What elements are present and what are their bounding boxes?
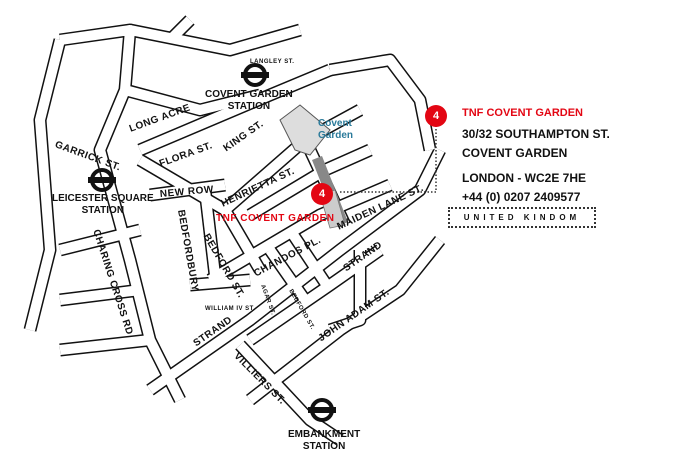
store-marker[interactable]: 4 xyxy=(311,183,333,205)
station-sub: STATION xyxy=(302,441,346,452)
station-sub: STATION xyxy=(227,101,271,112)
market-building xyxy=(279,104,331,156)
city-postcode: LONDON - WC2E 7HE xyxy=(462,171,587,185)
station-sub: STATION xyxy=(81,205,125,216)
underground-icon-embankment xyxy=(308,398,336,422)
street-label-langley: LANGLEY ST. xyxy=(250,59,295,65)
leader-line xyxy=(340,122,437,193)
country-box: UNITED KINDOM xyxy=(448,207,596,228)
store-title: TNF COVENT GARDEN xyxy=(462,107,583,119)
phone-number[interactable]: +44 (0) 0207 2409577 xyxy=(462,190,581,204)
address-line2: COVENT GARDEN xyxy=(462,146,568,160)
market-line2: Garden xyxy=(318,130,354,141)
station-name: EMBANKMENT xyxy=(288,429,361,440)
market-line1: Covent xyxy=(318,118,352,129)
streets-fill xyxy=(25,16,445,445)
station-name: LEICESTER SQUARE xyxy=(52,193,154,204)
info-marker: 4 xyxy=(425,105,447,127)
underground-icon-covent-garden xyxy=(241,63,269,87)
address-line1: 30/32 SOUTHAMPTON ST. xyxy=(462,127,610,141)
underground-icon-leicester-square xyxy=(88,168,116,192)
store-info: TNF COVENT GARDEN 30/32 SOUTHAMPTON ST. … xyxy=(462,107,610,207)
station-name: COVENT GARDEN xyxy=(205,89,293,100)
store-marker-label: TNF COVENT GARDEN xyxy=(216,213,335,224)
street-label-william-iv: WILLIAM IV ST. xyxy=(205,306,256,312)
